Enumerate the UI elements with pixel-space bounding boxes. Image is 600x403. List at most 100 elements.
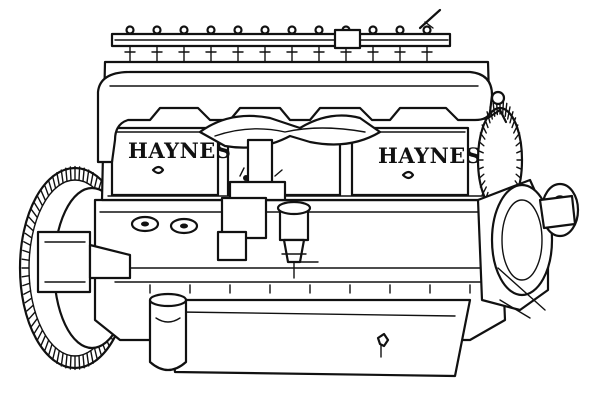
timing-tooth	[504, 102, 508, 117]
timing-tooth	[514, 132, 521, 140]
timing-tooth	[501, 100, 505, 116]
flywheel-tooth	[86, 352, 90, 367]
spark-plug-cap	[206, 25, 216, 35]
brand-logo-right: HAYNES	[378, 143, 481, 168]
jacket-panel-right	[350, 126, 470, 197]
valve-stem	[205, 45, 217, 63]
flywheel-tooth	[30, 317, 39, 327]
spark-plug-cap	[260, 25, 270, 35]
spark-plug-cap	[314, 25, 324, 35]
front-bracket	[36, 230, 132, 294]
timing-tooth	[507, 106, 511, 120]
jacket-panel-left	[110, 126, 220, 197]
timing-tooth	[509, 111, 514, 124]
flywheel-tooth	[24, 232, 33, 239]
flywheel-tooth	[65, 353, 68, 369]
valve-stem	[394, 45, 406, 63]
timing-tooth	[516, 149, 523, 154]
flywheel-tooth	[51, 347, 57, 361]
flywheel-tooth	[69, 354, 72, 370]
spark-plug-cap	[179, 25, 189, 35]
spark-plug-cap	[152, 25, 162, 35]
valve-stem	[313, 45, 325, 63]
flywheel-tooth	[33, 323, 41, 334]
oil-pan	[163, 298, 472, 378]
flywheel-tooth	[23, 241, 32, 246]
flywheel-tooth	[21, 258, 30, 262]
magneto	[276, 200, 319, 279]
emblem-left	[151, 165, 165, 175]
flywheel-tooth	[82, 353, 85, 369]
spark-plug-cap	[422, 25, 432, 35]
oil-filter-canister	[148, 292, 188, 372]
flywheel-tooth	[21, 274, 30, 278]
pulley	[486, 90, 508, 124]
flywheel-tooth	[47, 179, 53, 193]
flywheel-tooth	[60, 352, 64, 367]
flywheel-tooth	[43, 184, 50, 197]
flywheel-tooth	[82, 167, 85, 183]
emblem-right	[401, 170, 415, 180]
intake-rail	[110, 8, 452, 63]
flywheel-tooth	[22, 282, 31, 287]
timing-tooth	[515, 173, 522, 180]
flywheel-tooth	[36, 195, 44, 207]
timing-tooth	[477, 149, 484, 154]
flywheel-tooth	[78, 166, 81, 182]
timing-tooth	[477, 166, 484, 171]
flywheel-tooth	[93, 175, 99, 189]
timing-tooth	[479, 132, 486, 140]
flywheel-tooth	[56, 349, 60, 364]
valve-stem	[232, 45, 244, 63]
valve-stem	[151, 45, 163, 63]
flywheel-tooth	[40, 334, 47, 347]
brand-logo-left: HAYNES	[128, 138, 231, 163]
flywheel-tooth	[26, 224, 35, 232]
timing-tooth	[481, 124, 487, 134]
flywheel-tooth	[78, 354, 81, 370]
flywheel-tooth	[28, 311, 36, 320]
flywheel-tooth	[90, 349, 94, 364]
spark-plug-cap	[125, 25, 135, 35]
flywheel-tooth	[90, 172, 94, 187]
flywheel-tooth	[93, 347, 99, 361]
timing-tooth	[483, 117, 489, 129]
timing-tooth	[511, 117, 517, 129]
spark-plug-cap	[287, 25, 297, 35]
flywheel-tooth	[22, 249, 31, 254]
spark-plug-cap	[233, 25, 243, 35]
timing-tooth	[478, 140, 485, 147]
valve-stem	[286, 45, 298, 63]
flywheel-tooth	[36, 329, 44, 341]
freeze-plugs	[130, 215, 199, 235]
timing-tooth	[513, 124, 519, 134]
flywheel-tooth	[47, 343, 53, 357]
flywheel-tooth	[51, 175, 57, 189]
timing-tooth	[516, 166, 523, 171]
valve-stem	[178, 45, 190, 63]
valve-stems	[124, 25, 433, 63]
valve-stem	[367, 45, 379, 63]
valve-stem	[124, 45, 136, 63]
flywheel-tooth	[69, 166, 72, 182]
flywheel-tooth	[28, 216, 36, 225]
flywheel-tooth	[23, 290, 32, 295]
valve-stem	[421, 45, 433, 63]
carburetor	[216, 138, 287, 262]
flywheel-tooth	[60, 169, 64, 184]
flywheel-tooth	[86, 169, 90, 184]
timing-tooth	[478, 173, 485, 180]
flywheel-tooth	[56, 172, 60, 187]
flywheel-tooth	[43, 339, 50, 352]
timing-tooth	[481, 186, 487, 196]
timing-tooth	[515, 140, 522, 147]
timing-tooth	[479, 180, 486, 188]
flywheel-tooth	[26, 304, 35, 312]
flywheel-tooth	[33, 202, 41, 213]
flywheel-tooth	[40, 189, 47, 202]
exhaust-manifold	[96, 70, 494, 164]
flywheel-tooth	[65, 167, 68, 183]
flywheel-tooth	[24, 297, 33, 304]
flywheel-tooth	[30, 209, 39, 219]
